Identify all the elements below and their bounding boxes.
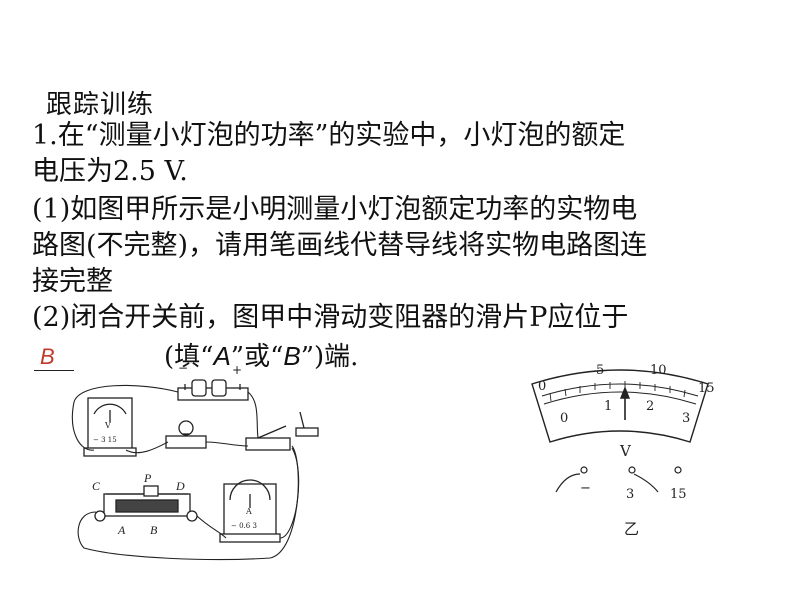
ammeter-icon [219,479,281,543]
option-b: B [283,341,301,371]
part2-line-1: (2)闭合开关前，图甲中滑动变阻器的滑片P应位于 [32,302,629,333]
inner-tick-1: 1 [604,399,612,414]
dial-terminals [555,466,682,493]
part1-line-1: (1)如图甲所示是小明测量小灯泡额定功率的实物电 [32,194,638,225]
part1-line-3: 接完整 [32,266,113,297]
voltmeter-dial-figure-yi: 0 5 10 15 0 1 2 3 V − 3 15 乙 [531,363,715,538]
ammeter-letter: A [245,507,252,516]
fill-prefix: (填“ [164,342,214,372]
part1-line-2: 路图(不完整)，请用笔画线代替导线将实物电路图连 [32,230,648,261]
voltmeter-icon [83,397,137,457]
terminal-15-label: 15 [670,487,687,502]
rheostat-label-a: A [117,523,126,537]
meter-face [531,369,709,443]
outer-tick-0: 0 [538,379,546,394]
question-line-1: 1.在“测量小灯泡的功率”的实验中，小灯泡的额定 [32,120,626,151]
ammeter-terminals: − 0.6 3 [231,522,257,530]
outer-tick-5: 5 [596,363,604,378]
battery-minus-label: − [178,362,188,375]
inner-tick-3: 3 [682,411,690,426]
terminal-minus-label: − [580,481,591,496]
inner-tick-0: 0 [560,411,568,426]
dial-meter-letter: V [619,442,632,460]
answer-underline [34,370,74,371]
figure-yi-caption: 乙 [624,520,639,538]
rheostat-label-p: P [143,471,152,485]
voltmeter-letter: V [104,421,111,430]
rheostat-label-c: C [92,479,101,493]
circuit-figure-jia: − + V − 3 15 C P D A B A [71,362,319,561]
part2-fill-instruction: (填“A”或“B”)端. [164,336,358,373]
fill-suffix: ”)端. [300,342,359,372]
rheostat-label-d: D [175,479,185,493]
battery-icon [177,379,249,401]
inner-tick-2: 2 [646,399,654,414]
question-line-2: 电压为2.5 V. [32,156,188,187]
answer-blank: B [40,344,55,369]
rheostat-icon [94,485,198,522]
dial-tick-marks [549,381,686,402]
option-a: A [213,341,231,371]
section-heading: 跟踪训练 [46,90,155,120]
circuit-wires [71,384,300,561]
bulb-icon [165,420,207,449]
fill-mid: ”或“ [230,342,284,372]
switch-icon [245,411,319,451]
battery-plus-label: + [232,363,242,377]
terminal-3-label: 3 [626,487,634,502]
voltmeter-terminals: − 3 15 [93,436,117,444]
rheostat-label-b: B [150,523,158,537]
outer-tick-15: 15 [698,381,715,396]
outer-tick-10: 10 [650,363,667,378]
